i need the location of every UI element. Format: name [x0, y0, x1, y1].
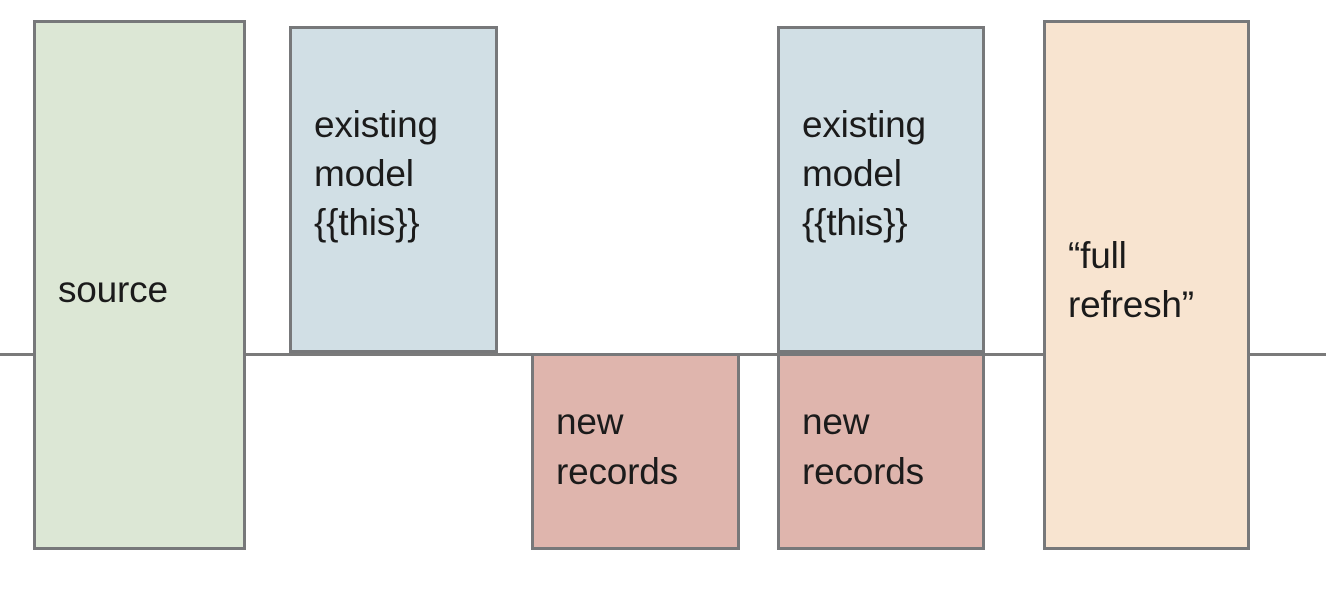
box-existing-model-2[interactable]: existing model {{this}} — [777, 26, 985, 353]
box-source-label: source — [58, 269, 168, 311]
box-full-refresh[interactable]: “full refresh” — [1043, 20, 1250, 550]
box-new-records-1-label: new records — [556, 401, 678, 492]
box-new-records-2-label: new records — [802, 401, 924, 492]
box-existing-model-2-label: existing model {{this}} — [802, 103, 926, 244]
box-existing-model-1[interactable]: existing model {{this}} — [289, 26, 498, 353]
box-full-refresh-label: “full refresh” — [1068, 234, 1194, 325]
box-new-records-1[interactable]: new records — [531, 353, 740, 550]
box-new-records-2[interactable]: new records — [777, 353, 985, 550]
box-existing-model-1-label: existing model {{this}} — [314, 103, 438, 244]
box-source[interactable]: source — [33, 20, 246, 550]
